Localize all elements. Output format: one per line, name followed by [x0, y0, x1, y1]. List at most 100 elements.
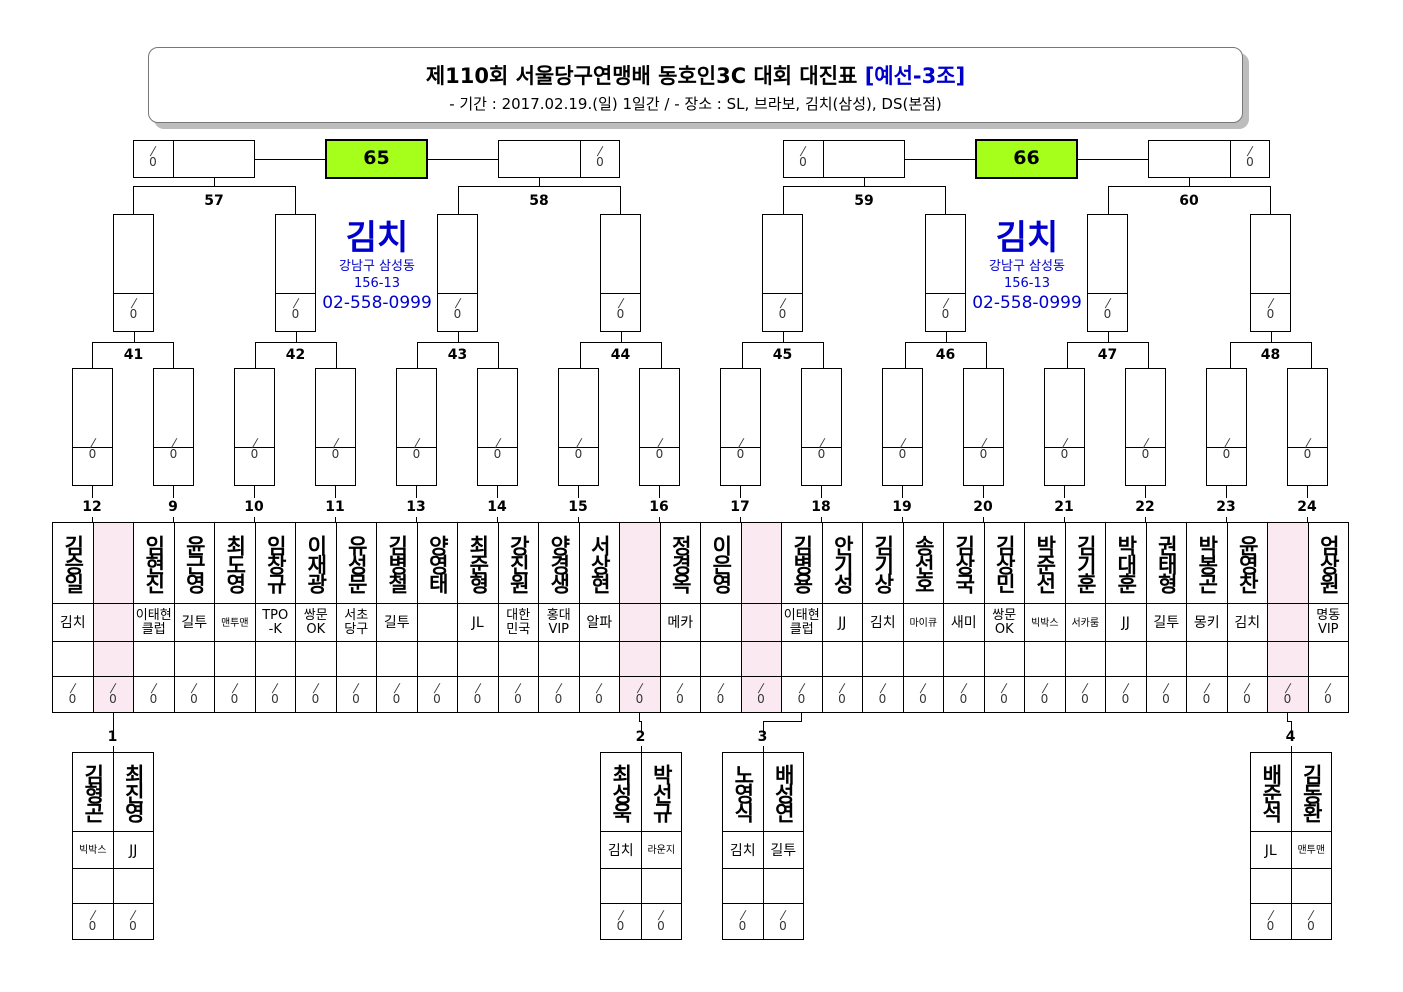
bracket-line — [254, 342, 337, 343]
player-club: JJ — [1121, 615, 1130, 631]
bracket-line — [1229, 342, 1312, 343]
box-divider — [559, 447, 598, 448]
row-divider — [174, 641, 214, 642]
row-divider — [723, 903, 763, 904]
row-divider — [113, 831, 153, 832]
score-slash: / — [1121, 681, 1130, 695]
player-name: 김기훈 — [1073, 534, 1098, 592]
score-slot: /0 — [1058, 436, 1072, 460]
row-divider — [1065, 641, 1105, 642]
row-divider — [1146, 676, 1186, 677]
score-value: 0 — [392, 692, 401, 706]
row-divider — [1106, 641, 1146, 642]
score-slot: /0 — [1243, 144, 1257, 168]
group-label: [예선-3조] — [864, 64, 966, 88]
bracket-line — [1290, 721, 1292, 731]
score-slash: / — [149, 144, 158, 158]
row-divider — [620, 676, 660, 677]
final-match-box: 66 — [975, 139, 1078, 179]
round1-label: 11 — [325, 499, 345, 515]
bracket-line — [112, 713, 114, 722]
player-club: JL — [471, 615, 484, 631]
score-slot: /0 — [289, 296, 303, 320]
bracket-line — [1307, 517, 1308, 523]
score-slash: / — [838, 681, 847, 695]
score-value: 0 — [716, 692, 725, 706]
bracket-line — [133, 332, 135, 343]
bracket-line — [498, 342, 499, 369]
score-slash: / — [1060, 436, 1069, 450]
score-slot: /0 — [614, 296, 628, 320]
club-line: TPO — [262, 608, 289, 623]
row-divider — [1308, 641, 1348, 642]
score-value: 0 — [817, 447, 826, 461]
round1-label: 14 — [487, 499, 507, 515]
score-slot: /0 — [1139, 436, 1153, 460]
row-divider — [1251, 903, 1291, 904]
player-name: 배성연 — [771, 763, 796, 821]
score-value: 0 — [838, 692, 846, 706]
bracket-line — [416, 486, 417, 498]
bracket-line — [254, 517, 255, 523]
bracket-line — [782, 332, 784, 343]
box-divider — [1207, 447, 1246, 448]
round2-label: 42 — [285, 347, 306, 363]
row-divider — [620, 603, 660, 604]
bracket-line — [1310, 342, 1312, 369]
r1-match-box — [477, 368, 518, 486]
bracket-line — [92, 486, 93, 498]
venue-phone: 02-558-0999 — [972, 293, 1082, 313]
row-divider — [1291, 903, 1331, 904]
bracket-line — [173, 342, 174, 369]
score-slash: / — [757, 681, 766, 695]
score-slash: / — [797, 681, 806, 695]
row-divider — [1187, 641, 1227, 642]
r1-match-box — [1125, 368, 1166, 486]
club-line: -K — [268, 622, 282, 637]
bracket-line — [578, 486, 579, 498]
club-line: 쌍문 — [303, 608, 328, 623]
score-value: 0 — [169, 447, 178, 461]
round2-label: 45 — [772, 347, 793, 363]
row-divider — [73, 903, 113, 904]
score-slot: /0 — [471, 681, 485, 705]
score-value: 0 — [554, 692, 563, 706]
player-club — [1268, 604, 1308, 642]
bracket-line — [579, 342, 581, 369]
player-club: 길투 — [181, 615, 208, 631]
player-club: 김치 — [607, 842, 634, 859]
score-slot: /0 — [977, 436, 991, 460]
bracket-line — [659, 486, 660, 498]
club-line: OK — [994, 622, 1014, 637]
player-column — [740, 522, 782, 713]
player-name: 김상민 — [992, 534, 1017, 592]
player-name: 엄상원 — [1316, 534, 1341, 592]
bracket-line — [742, 342, 824, 343]
player-column — [619, 522, 661, 713]
row-divider — [723, 831, 763, 832]
bracket-line — [1145, 486, 1146, 498]
r1-match-box — [558, 368, 599, 486]
row-divider — [1065, 603, 1105, 604]
score-slot: /0 — [1159, 681, 1173, 705]
r1-match-box — [153, 368, 194, 486]
score-slash: / — [514, 681, 523, 695]
score-slot: /0 — [815, 436, 829, 461]
score-slash: / — [433, 681, 442, 695]
score-slash: / — [1040, 681, 1049, 695]
score-slot: /0 — [1038, 681, 1052, 705]
score-value: 0 — [941, 307, 950, 321]
score-slash: / — [311, 681, 320, 695]
box-divider — [964, 447, 1003, 448]
score-slash: / — [1283, 681, 1292, 695]
score-slash: / — [596, 144, 605, 158]
score-slot: /0 — [552, 681, 566, 706]
box-divider — [883, 447, 922, 448]
row-divider — [903, 641, 943, 642]
